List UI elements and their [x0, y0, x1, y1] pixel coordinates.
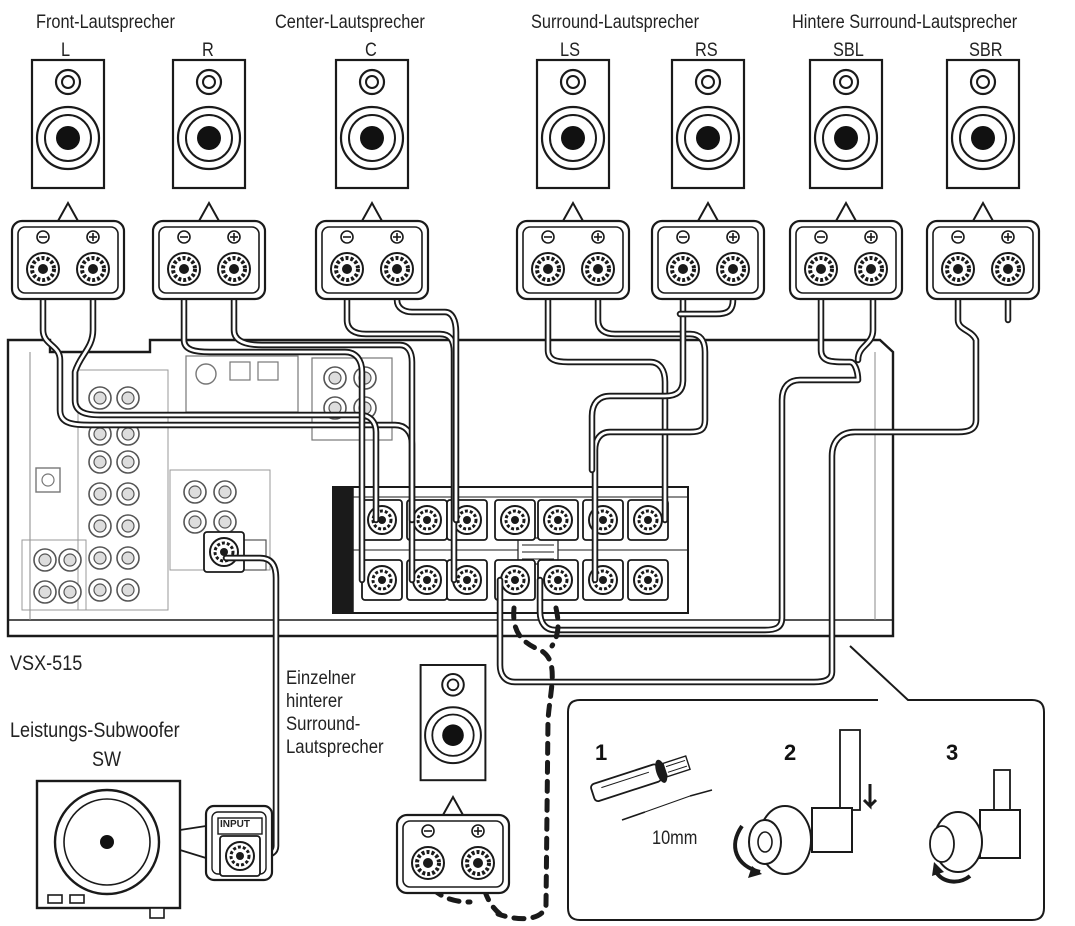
speaker-cable-core	[546, 268, 667, 522]
rca-jack	[323, 366, 347, 390]
speaker-code-sbr: SBR	[969, 40, 1003, 61]
rca-jack	[88, 450, 112, 474]
speaker-code-rs: RS	[695, 40, 718, 61]
speaker-cable-core	[41, 268, 414, 582]
speaker-cable-core	[182, 268, 364, 582]
rca-jack	[58, 548, 82, 572]
receiver-speaker-terminal	[360, 498, 404, 542]
rca-jack	[116, 482, 140, 506]
group-label-front: Front-Lautsprecher	[36, 12, 175, 33]
speaker-cable-core	[232, 268, 414, 522]
speaker-terminal-sbl	[788, 201, 904, 301]
speaker-l	[30, 58, 106, 190]
single-back-terminal	[395, 795, 511, 895]
speaker-rs	[670, 58, 746, 190]
single-back-line-2: hinterer	[286, 691, 343, 712]
speaker-terminal-r	[151, 201, 267, 301]
speaker-cable-core	[856, 268, 875, 362]
rca-jack	[88, 514, 112, 538]
speaker-terminal-ls	[515, 201, 631, 301]
speaker-terminal-c	[314, 201, 430, 301]
receiver-speaker-terminal	[581, 498, 625, 542]
rca-jack	[116, 578, 140, 602]
rca-jack	[213, 510, 237, 534]
rca-jack	[88, 386, 112, 410]
subwoofer-preout-jack	[202, 530, 246, 574]
speaker-terminal-rs	[650, 201, 766, 301]
receiver-speaker-terminal	[493, 498, 537, 542]
speaker-cable-core	[593, 268, 707, 582]
rca-jack	[88, 482, 112, 506]
rca-jack	[88, 546, 112, 570]
single-back-line-4: Lautsprecher	[286, 737, 384, 758]
rca-jack	[33, 580, 57, 604]
subwoofer-code: SW	[92, 748, 122, 771]
single-back-line-3: Surround-	[286, 714, 361, 735]
speaker-code-sbl: SBL	[833, 40, 864, 61]
single-back-line-1: Einzelner	[286, 668, 356, 689]
speaker-sbr	[945, 58, 1021, 190]
receiver-speaker-terminal	[536, 558, 580, 602]
subwoofer	[35, 779, 274, 919]
subwoofer-title: Leistungs-Subwoofer	[10, 719, 180, 742]
speaker-cable-core	[73, 268, 378, 522]
rca-jack	[183, 510, 207, 534]
speaker-cable-core	[590, 268, 685, 472]
speaker-ls	[535, 58, 611, 190]
single-surround-back-speaker	[419, 664, 487, 782]
speaker-cable-core	[498, 268, 978, 684]
inset-step-3: 3	[946, 740, 959, 765]
speaker-sbl	[808, 58, 884, 190]
group-label-center: Center-Lautsprecher	[275, 12, 425, 33]
speaker-c	[334, 58, 410, 190]
rca-jack	[116, 546, 140, 570]
inset-step-1: 1	[595, 740, 608, 765]
group-label-surround: Surround-Lautsprecher	[531, 12, 700, 33]
receiver-speaker-terminal	[536, 498, 580, 542]
receiver-speaker-terminal	[360, 558, 404, 602]
speaker-code-c: C	[365, 40, 377, 61]
speaker-terminal-sbr	[925, 201, 1041, 301]
rca-jack	[183, 480, 207, 504]
group-label-surround-back: Hintere Surround-Lautsprecher	[792, 12, 1018, 33]
rca-jack	[213, 480, 237, 504]
speaker-terminal-l	[10, 201, 126, 301]
rca-jack	[88, 578, 112, 602]
speaker-cable-core	[395, 268, 458, 522]
stripping-inset	[567, 645, 1045, 921]
rca-jack	[33, 548, 57, 572]
speaker-code-ls: LS	[560, 40, 580, 61]
subwoofer-input-label: INPUT	[220, 819, 250, 830]
receiver-speaker-terminal	[626, 558, 670, 602]
rca-jack	[116, 450, 140, 474]
speaker-code-r: R	[202, 40, 214, 61]
inset-strip-length: 10mm	[652, 828, 698, 849]
speaker-cable-core	[538, 268, 860, 632]
rca-jack	[58, 580, 82, 604]
speaker-code-l: L	[61, 40, 71, 61]
single-back-speaker-label: Einzelner hinterer Surround- Lautspreche…	[286, 667, 384, 759]
speaker-r	[171, 58, 247, 190]
rca-jack	[116, 386, 140, 410]
rca-jack	[116, 514, 140, 538]
receiver-back-panel	[6, 338, 895, 638]
inset-step-2: 2	[784, 740, 797, 765]
receiver-model: VSX-515	[10, 652, 83, 675]
receiver-speaker-terminal	[581, 558, 625, 602]
